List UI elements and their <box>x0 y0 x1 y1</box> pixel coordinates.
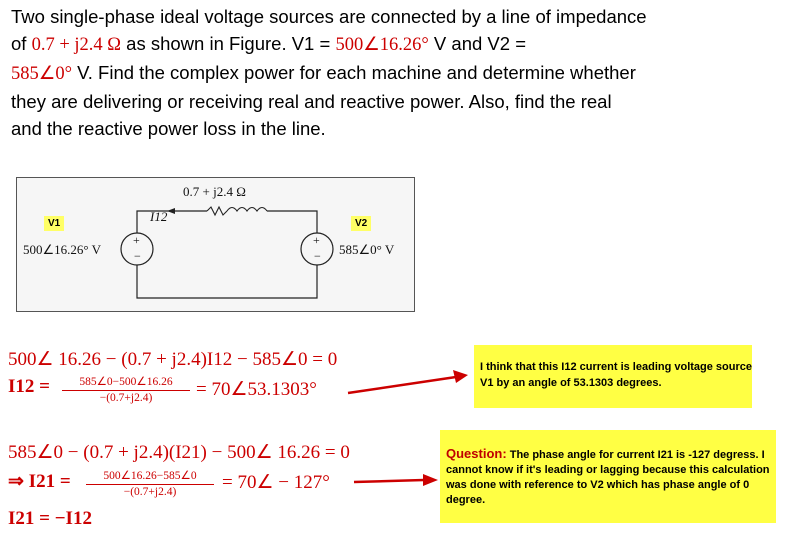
note-2-question-label: Question: <box>446 446 507 461</box>
impedance-label: 0.7 + j2.4 Ω <box>183 184 246 199</box>
arrow-2-head-icon <box>423 474 438 486</box>
v2-value: 585∠0° <box>11 64 72 84</box>
circuit-diagram <box>120 205 334 299</box>
v1-value: 500∠16.26° <box>335 35 429 55</box>
note-2: Question: The phase angle for current I2… <box>440 430 776 523</box>
equation-5: I21 = −I12 <box>8 508 92 529</box>
equation-3: 585∠0 − (0.7 + j2.4)(I21) − 500∠ 16.26 =… <box>8 442 350 463</box>
impedance-value: 0.7 + j2.4 Ω <box>31 35 122 55</box>
note-1: I think that this I12 current is leading… <box>474 345 752 408</box>
top-right-wire <box>267 210 318 233</box>
equation-2-numerator: 585∠0−500∠16.26 <box>79 376 173 388</box>
current-label: I12 <box>150 209 168 224</box>
equation-4-lhs: ⇒ I21 = <box>8 471 71 492</box>
v1-plus-sign: + <box>133 233 140 247</box>
problem-text-1: Two single-phase ideal voltage sources a… <box>11 6 647 27</box>
problem-statement: Two single-phase ideal voltage sources a… <box>11 3 776 142</box>
top-left-wire <box>136 210 207 233</box>
arrow-1-line <box>347 375 457 395</box>
bottom-wire <box>136 265 318 299</box>
v2-source-value: 585∠0° V <box>339 242 395 257</box>
problem-text-2a: of <box>11 33 32 54</box>
current-arrow-icon <box>167 208 175 214</box>
v1-tag: V1 <box>44 216 65 231</box>
problem-text-3: V. Find the complex power for each machi… <box>71 62 636 83</box>
equation-4-denominator: −(0.7+j2.4) <box>123 486 177 498</box>
note-1-text: I think that this I12 current is leading… <box>480 361 753 389</box>
source-v2-icon <box>300 232 334 266</box>
equation-2-denominator: −(0.7+j2.4) <box>99 392 153 404</box>
note-2-text: The phase angle for current I21 is -127 … <box>446 449 770 506</box>
equation-2-lhs: I12 = <box>8 376 50 397</box>
equation-1: 500∠ 16.26 − (0.7 + j2.4)I12 − 585∠0 = 0 <box>8 349 338 370</box>
arrow-1-head-icon <box>453 370 468 383</box>
problem-text-4: they are delivering or receiving real an… <box>11 91 612 112</box>
equation-2-fraction-bar <box>62 390 190 391</box>
v1-minus-sign: − <box>134 249 141 263</box>
equation-2-rhs: = 70∠53.1303° <box>196 379 317 400</box>
v1-source-value: 500∠16.26° V <box>23 242 102 257</box>
source-v1-icon <box>120 232 154 266</box>
problem-text-5: and the reactive power loss in the line. <box>11 118 326 139</box>
v2-tag: V2 <box>351 216 372 231</box>
v2-minus-sign: − <box>314 249 321 263</box>
circuit-figure: 0.7 + j2.4 Ω I12 V1 V2 500∠16.26° V 585∠… <box>16 177 415 312</box>
v2-plus-sign: + <box>313 233 320 247</box>
equation-4-rhs: = 70∠ − 127° <box>222 472 330 493</box>
problem-text-2b: as shown in Figure. V1 = <box>121 33 336 54</box>
resistor-symbol <box>206 205 228 217</box>
problem-text-2c: V and V2 = <box>428 33 526 54</box>
inductor-symbol <box>226 206 268 212</box>
arrow-2-line <box>353 478 425 484</box>
equation-4-fraction-bar <box>86 484 214 485</box>
equation-4-numerator: 500∠16.26−585∠0 <box>103 470 197 482</box>
